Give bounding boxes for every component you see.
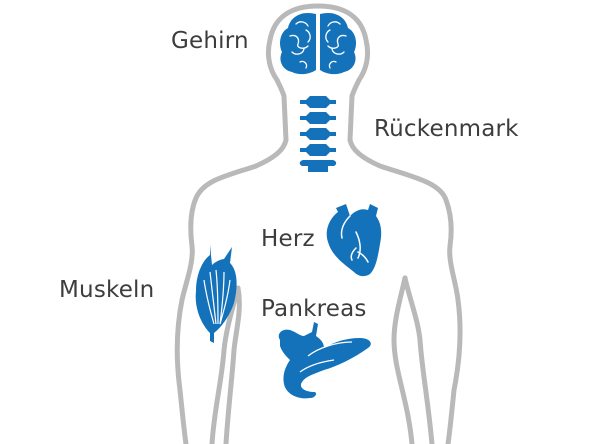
- label-muscles: Muskeln: [59, 277, 155, 303]
- label-spinal-cord: Rückenmark: [374, 116, 519, 142]
- label-pancreas: Pankreas: [261, 296, 367, 322]
- label-heart: Herz: [261, 226, 315, 252]
- label-brain: Gehirn: [171, 28, 249, 54]
